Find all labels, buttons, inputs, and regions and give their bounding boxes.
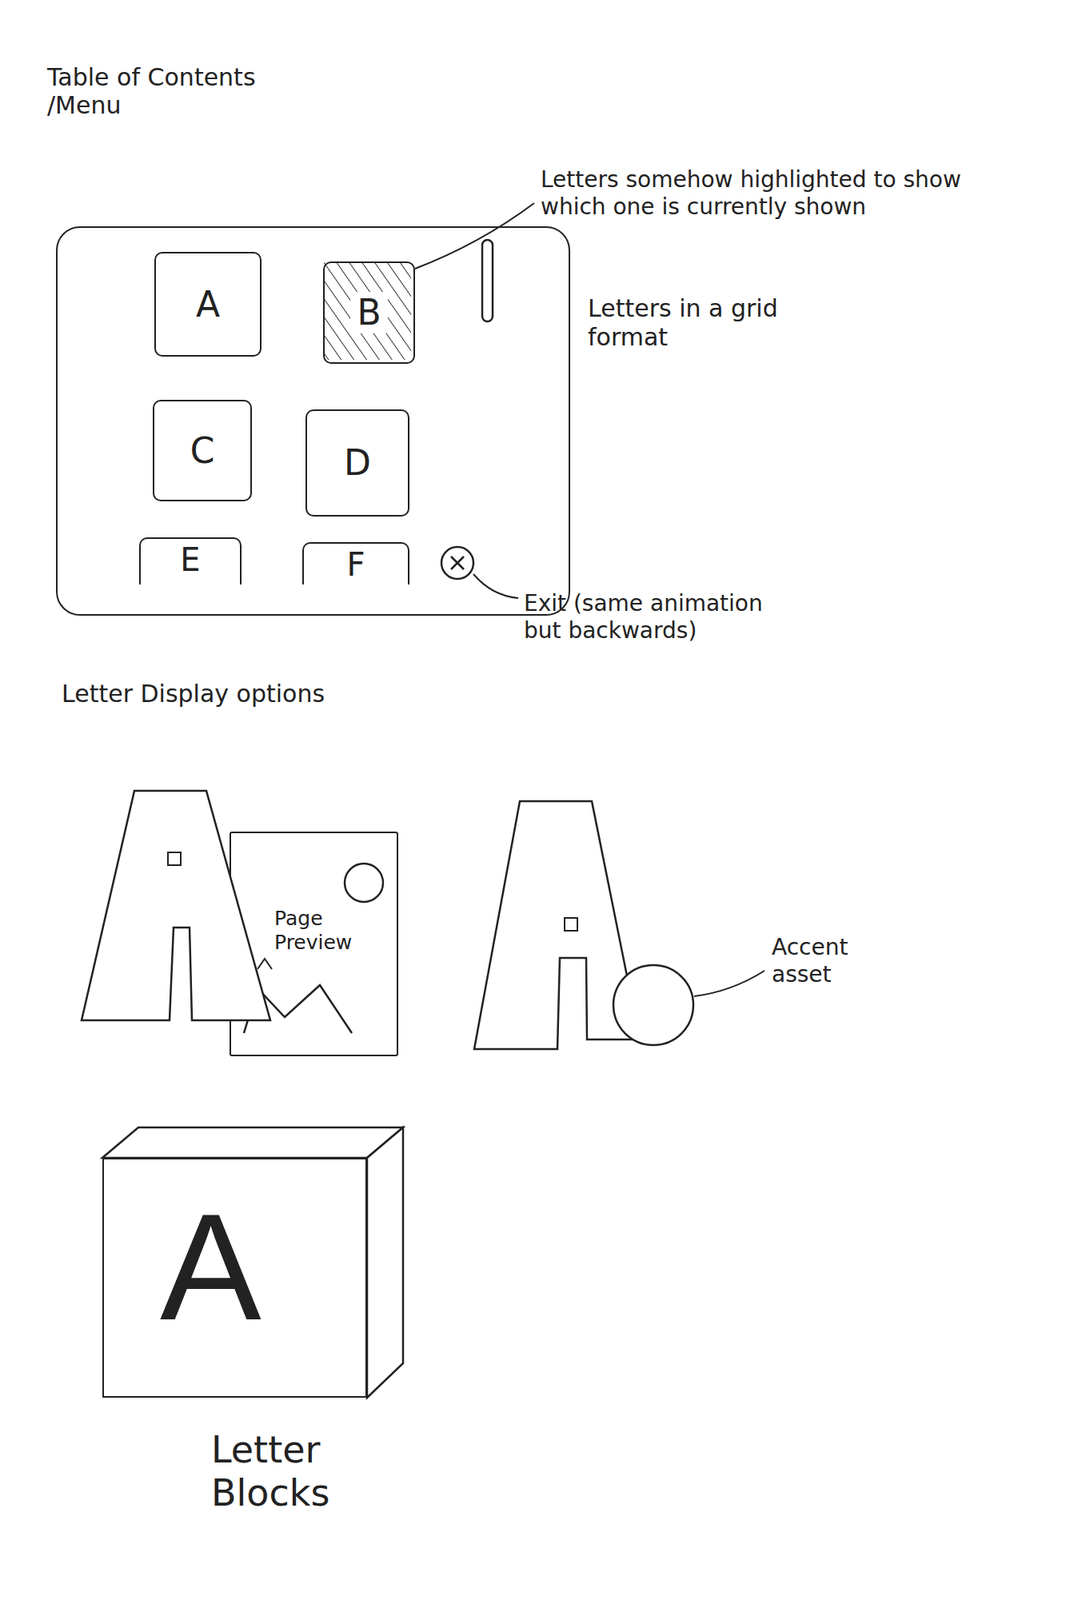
section-heading: Letter Display options: [61, 679, 326, 709]
menu-panel: ABCDEFTable of Contents /Menu: [55, 226, 571, 616]
letter-tile: E: [139, 537, 242, 585]
tile-letter: C: [190, 430, 216, 472]
letter-tile-current: B: [323, 261, 416, 364]
letter-tile: D: [305, 409, 410, 517]
outline-letter: [81, 790, 271, 1021]
letter-block: ALetter Blocks: [102, 1157, 368, 1398]
tile-letter: B: [350, 291, 388, 334]
page-preview: Page Preview: [229, 831, 399, 1057]
section-heading: Table of Contents /Menu: [47, 63, 264, 120]
callout-note: Accent asset: [771, 934, 900, 988]
letter-tile: C: [152, 399, 252, 502]
letter-counter: [167, 852, 181, 866]
leader-line: [473, 574, 519, 599]
tile-letter: F: [346, 546, 365, 584]
scrollbar: [482, 239, 493, 322]
callout-note: Letters in a grid format: [587, 294, 828, 352]
callout-note: Letters somehow highlighted to show whic…: [540, 166, 989, 220]
tile-letter: D: [343, 442, 372, 484]
cube-side: [367, 1127, 404, 1398]
pointer-caret: [257, 958, 272, 970]
letter-tile: A: [154, 251, 262, 357]
block-letter: A: [159, 1177, 262, 1357]
exit-button: [441, 546, 474, 579]
letter-tile: F: [302, 542, 410, 585]
letter-counter: [564, 918, 578, 931]
cube-top: [102, 1127, 404, 1158]
preview-label: Page Preview: [274, 906, 371, 955]
leader-line: [415, 203, 535, 269]
accent-asset: [613, 965, 694, 1046]
callout-note: Exit (same animation but backwards): [523, 590, 780, 644]
tile-letter: E: [179, 541, 200, 579]
tile-letter: A: [195, 283, 220, 326]
block-caption: Letter Blocks: [211, 1428, 404, 1516]
preview-sun: [344, 863, 384, 903]
preview-mountains: [243, 985, 352, 1034]
leader-line: [694, 970, 765, 997]
highlight-hatch: [323, 262, 412, 360]
